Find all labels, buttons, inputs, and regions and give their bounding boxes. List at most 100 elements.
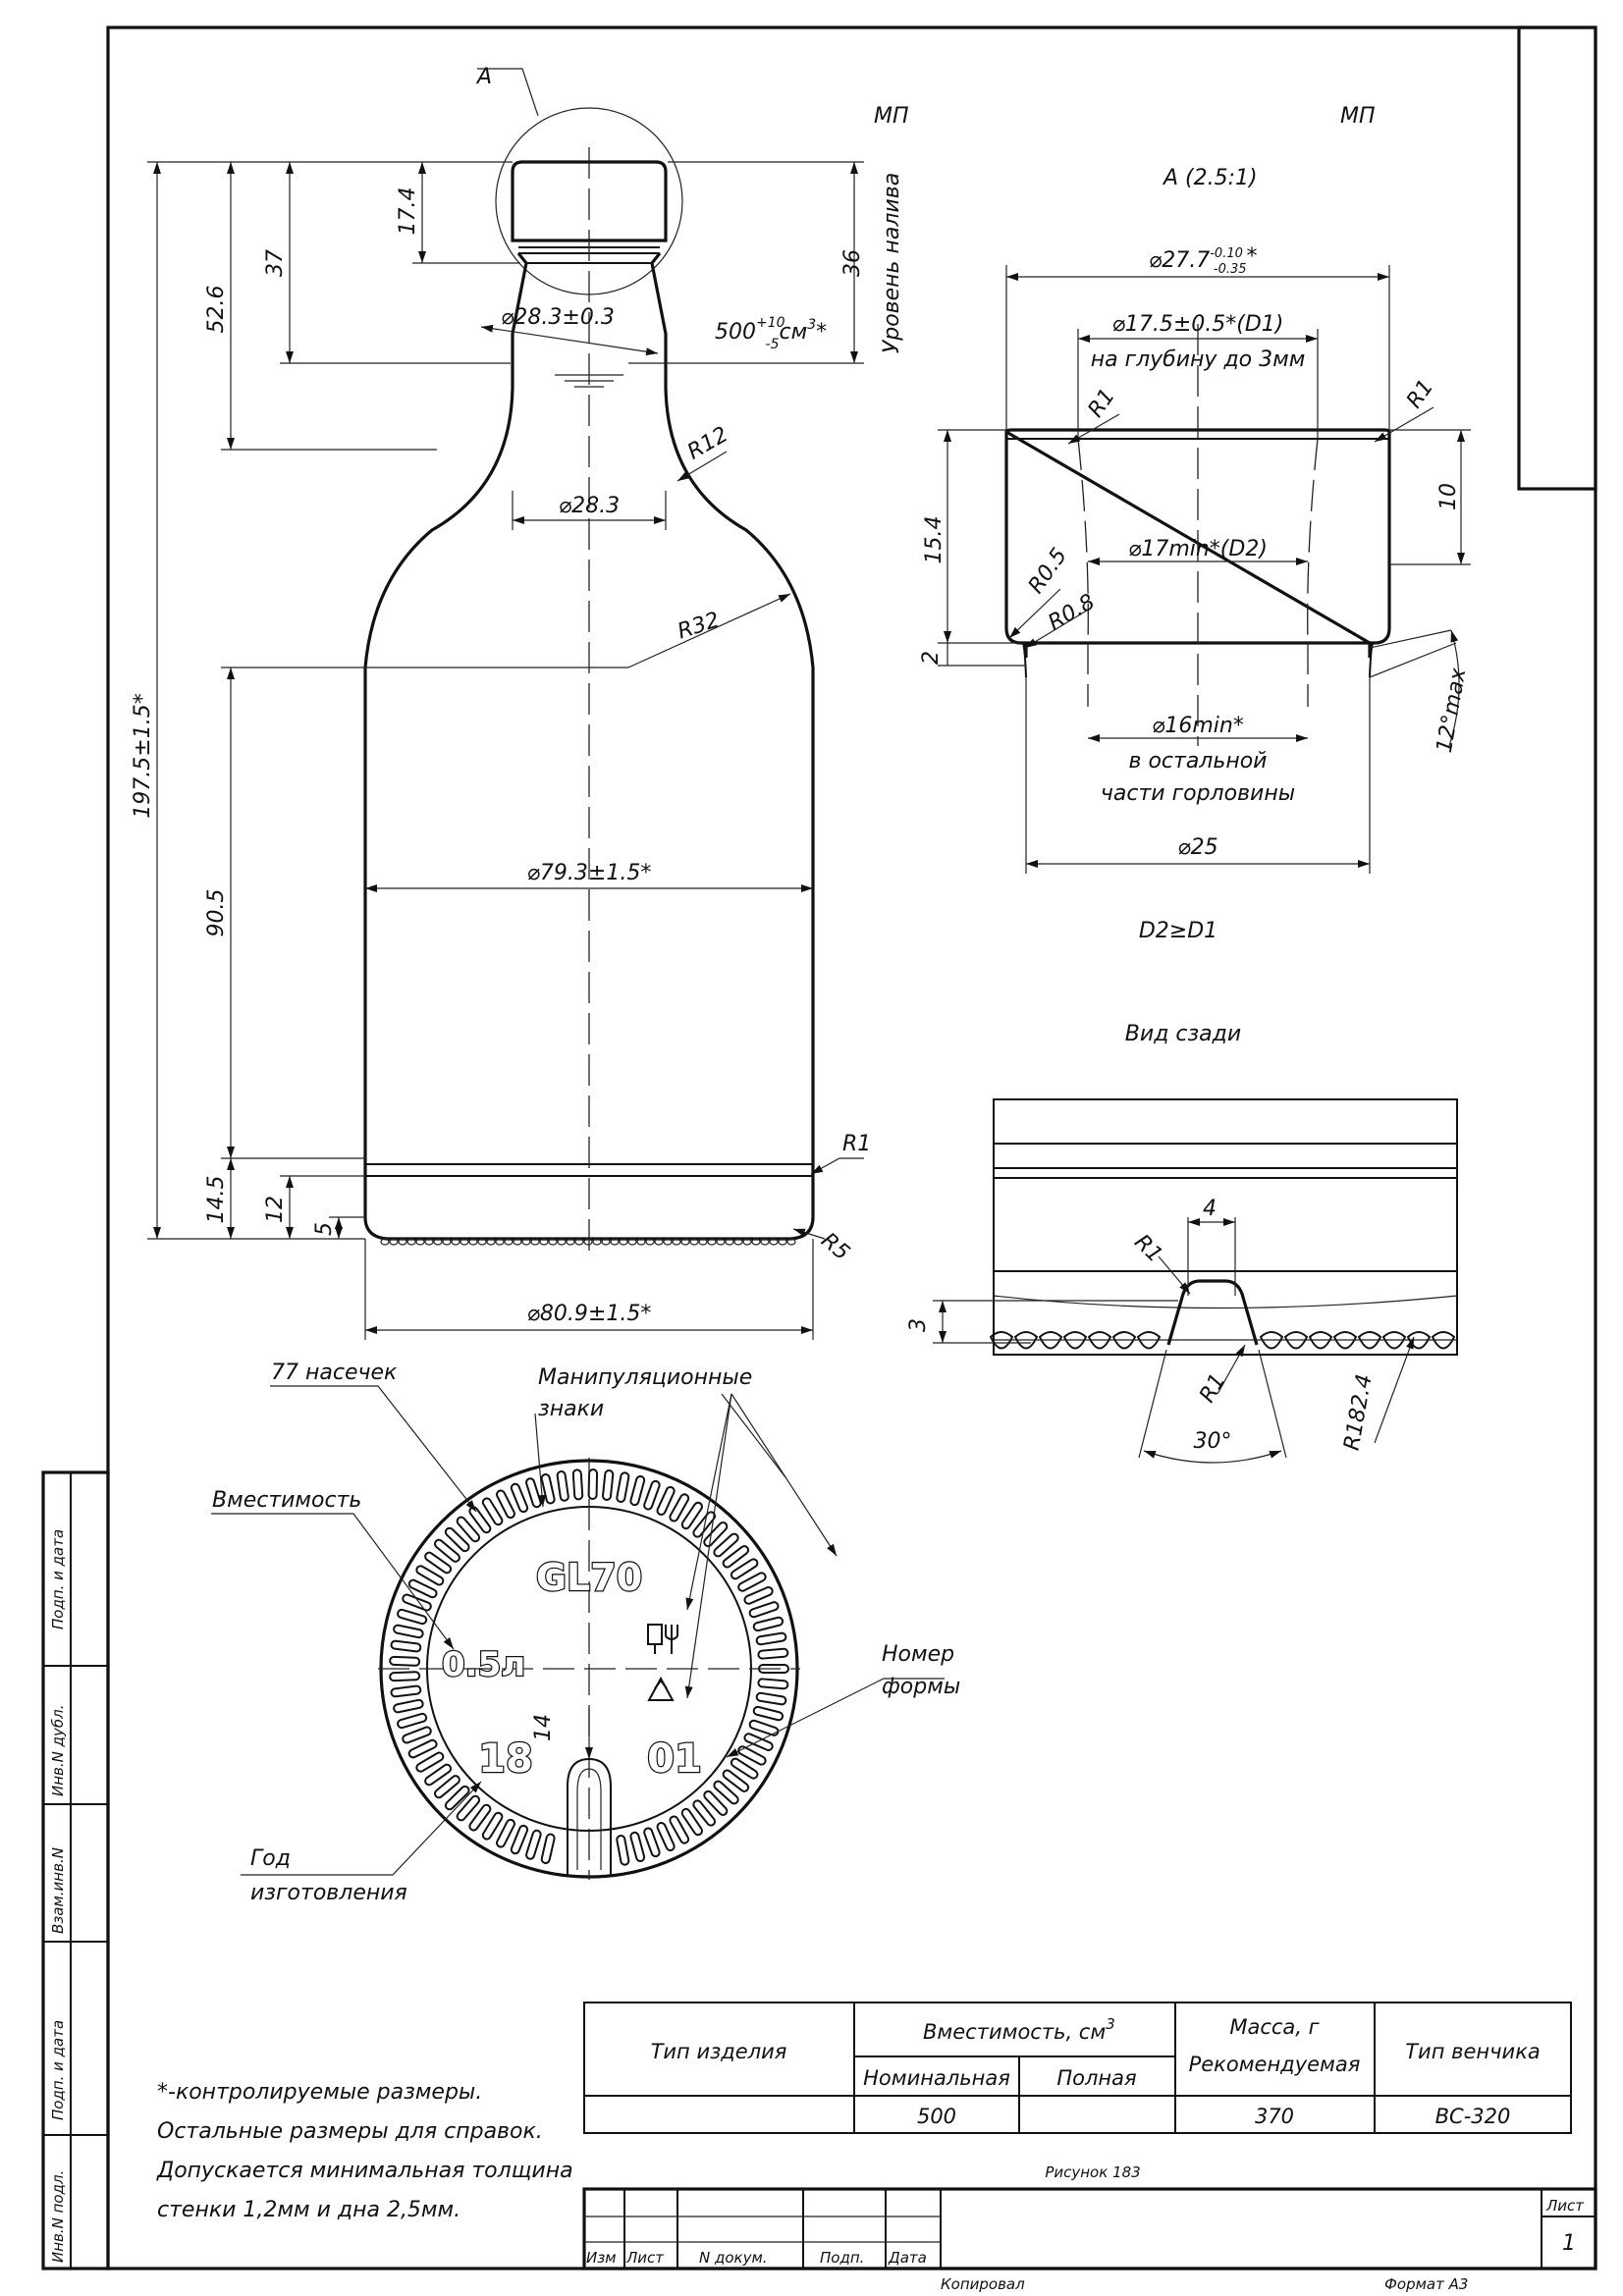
bottom-notch xyxy=(757,1678,789,1690)
bottom-notch xyxy=(402,1593,432,1612)
bottom-notch xyxy=(525,1477,542,1509)
td-mass: 370 xyxy=(1255,2105,1294,2128)
bottom-notch xyxy=(456,1516,481,1543)
knurl-bead xyxy=(725,1238,734,1246)
bottom-notch xyxy=(737,1572,767,1592)
bottom-notch xyxy=(389,1655,421,1667)
th-finish: Тип венчика xyxy=(1405,2040,1541,2063)
dim-36: 36 xyxy=(840,249,865,277)
bottom-notch xyxy=(680,1807,703,1837)
figure-caption: Рисунок 183 xyxy=(1045,2163,1140,2181)
bottom-notch xyxy=(616,1835,630,1866)
dim-d80-9: ⌀80.9±1.5* xyxy=(527,1302,652,1326)
wave-arc xyxy=(993,1295,1458,1309)
bottom-notch xyxy=(656,1485,676,1516)
knurl-bead xyxy=(610,1238,620,1246)
bottom-notch xyxy=(424,1763,453,1787)
knurl-bead xyxy=(636,1238,646,1246)
label-capacity: Вместимость xyxy=(212,1488,361,1513)
dim-52-6: 52.6 xyxy=(204,286,229,334)
knurl-bead xyxy=(619,1238,628,1246)
bottom-notch xyxy=(722,1545,750,1569)
note-line-4: стенки 1,2мм и дна 2,5мм. xyxy=(157,2198,460,2222)
bottom-notch xyxy=(393,1698,424,1714)
wave-scallop xyxy=(1431,1331,1456,1350)
wave-scallop xyxy=(1308,1331,1333,1350)
bottom-notch xyxy=(643,1827,661,1858)
bottom-notch xyxy=(752,1705,784,1722)
bottom-notch xyxy=(656,1822,676,1852)
side-stamp-3: Взам.инв.N xyxy=(49,1847,67,1934)
bottom-notch xyxy=(602,1469,615,1501)
mp-label-2: МП xyxy=(1340,104,1376,129)
bottom-notch xyxy=(390,1639,422,1653)
dim-90-5: 90.5 xyxy=(204,889,229,937)
knurl-bead xyxy=(760,1238,770,1246)
dim-d79-3: ⌀79.3±1.5* xyxy=(527,861,652,885)
dim-r1-top: R1 xyxy=(1129,1230,1166,1267)
bottom-notch xyxy=(397,1608,428,1626)
td-nominal: 500 xyxy=(917,2105,956,2128)
dim-17-4: 17.4 xyxy=(396,187,420,236)
bottom-notch xyxy=(525,1829,542,1860)
bottom-notch xyxy=(737,1745,767,1766)
bottom-notch xyxy=(433,1538,460,1563)
dim-4: 4 xyxy=(1203,1197,1217,1221)
tb-sheet-label: Лист xyxy=(1545,2197,1585,2215)
dim-r0-5: R0.5 xyxy=(1024,544,1072,599)
knurl-bead xyxy=(406,1238,416,1246)
dim-197-5: 197.5±1.5* xyxy=(131,693,155,818)
tb-sheet-no: 1 xyxy=(1562,2231,1576,2256)
dim-30-deg: 30° xyxy=(1194,1429,1232,1454)
knurl-bead xyxy=(468,1238,478,1246)
tb-izm: Изм xyxy=(586,2249,617,2267)
label-year-1: Год xyxy=(250,1846,291,1871)
dim-r32: R32 xyxy=(675,608,723,644)
dim-3: 3 xyxy=(906,1318,931,1332)
dim-d28-3: ⌀28.3 xyxy=(559,494,620,518)
dim-37: 37 xyxy=(263,249,288,277)
wave-scallop xyxy=(1406,1331,1432,1350)
knurl-bead xyxy=(486,1238,496,1246)
wave-scallop xyxy=(1013,1331,1039,1350)
note-line-1: *-контролируемые размеры. xyxy=(157,2080,482,2105)
bottom-notch xyxy=(481,1497,504,1526)
knurl-bead xyxy=(751,1238,761,1246)
knurl-bead xyxy=(477,1238,487,1246)
knurl-bead xyxy=(627,1238,637,1246)
knurl-bead xyxy=(654,1238,664,1246)
base-knurl xyxy=(380,1238,796,1246)
knurl-bead xyxy=(433,1238,443,1246)
wave-scallop xyxy=(1111,1331,1137,1350)
dim-12: 12 xyxy=(263,1196,288,1223)
label-notches: 77 насечек xyxy=(271,1361,398,1385)
bottom-notch xyxy=(481,1811,504,1841)
recycle-icon xyxy=(647,1676,675,1701)
wave-scallop xyxy=(1136,1331,1162,1350)
dim-d16-note-1: в остальной xyxy=(1129,749,1268,774)
knurl-bead xyxy=(645,1238,655,1246)
knurl-bead xyxy=(566,1238,575,1246)
bottom-notch xyxy=(730,1757,759,1780)
label-year-2: изготовления xyxy=(250,1881,407,1905)
th-nominal: Номинальная xyxy=(863,2066,1010,2090)
bottom-notch xyxy=(540,1833,556,1865)
knurl-bead xyxy=(574,1238,584,1246)
knurl-bead xyxy=(548,1238,558,1246)
bottom-notch xyxy=(407,1738,438,1759)
th-type: Тип изделия xyxy=(651,2040,787,2063)
dim-d16-min: ⌀16min* xyxy=(1152,714,1244,738)
dim-15-4: 15.4 xyxy=(922,516,947,564)
bottom-notch xyxy=(444,1526,470,1553)
bottom-notch xyxy=(468,1506,492,1534)
knurl-bead xyxy=(424,1238,434,1246)
knurl-bead xyxy=(530,1238,540,1246)
bottom-notch xyxy=(397,1712,428,1730)
bottom-notch xyxy=(433,1775,460,1799)
volume-label: 500+10-5см3* xyxy=(715,315,827,352)
format-label: Формат А3 xyxy=(1384,2275,1468,2293)
bottom-notch xyxy=(415,1565,445,1586)
knurl-bead xyxy=(495,1238,505,1246)
detail-a-view: A (2.5:1) ⌀27.7-0.10-0.35* ⌀17.5±0.5*(D1… xyxy=(919,166,1472,943)
side-stamp-2: Инв.N дубл. xyxy=(49,1705,67,1796)
